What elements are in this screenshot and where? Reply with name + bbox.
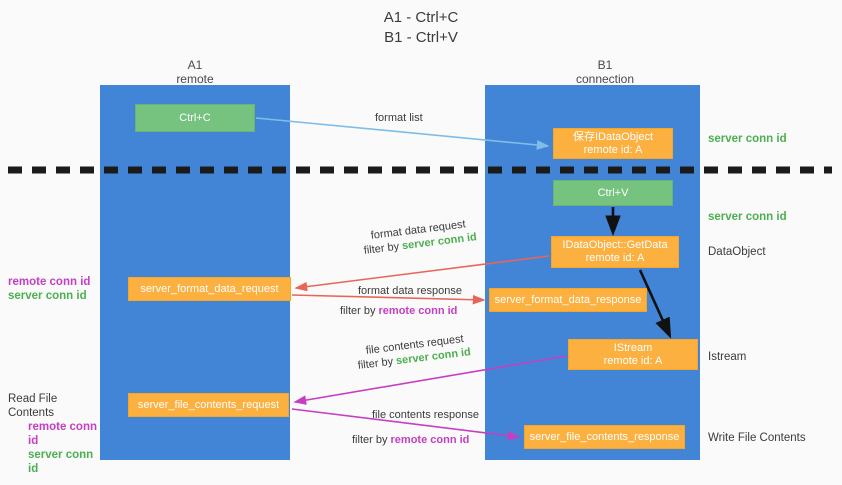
lane-header-b1: B1 connection xyxy=(575,58,635,86)
note-read-file-contents-group: Read File Contents remote conn id server… xyxy=(8,392,100,476)
filter-by-text: filter by xyxy=(340,305,376,317)
note-conn-ids-upper: remote conn id server conn id xyxy=(8,275,98,303)
remote-conn-id-text: remote conn id xyxy=(378,305,458,317)
box-save-idataobject[interactable]: 保存IDataObject remote id: A xyxy=(553,128,673,159)
edge-label-file-contents-response-filter: filter by remote conn id xyxy=(352,433,469,448)
note-server-conn-id-top: server conn id xyxy=(708,133,787,145)
box-idataobject-getdata[interactable]: IDataObject::GetData remote id: A xyxy=(551,236,679,268)
note-remote-conn-id: remote conn id xyxy=(8,276,91,288)
box-server-format-data-response[interactable]: server_format_data_response xyxy=(489,288,647,312)
edge-label-file-contents-response: file contents response xyxy=(372,409,480,421)
note-server-conn-id: server conn id xyxy=(28,449,94,475)
box-server-file-contents-response[interactable]: server_file_contents_response xyxy=(524,425,685,449)
box-ctrl-c[interactable]: Ctrl+C xyxy=(135,104,255,132)
note-istream: Istream xyxy=(708,351,747,363)
remote-conn-id-text: remote conn id xyxy=(390,434,470,446)
note-server-conn-id: server conn id xyxy=(8,290,87,302)
box-server-file-contents-request[interactable]: server_file_contents_request xyxy=(128,393,289,417)
note-remote-conn-id: remote conn id xyxy=(28,421,98,447)
lane-header-a1: A1 remote xyxy=(176,58,214,86)
note-dataobject: DataObject xyxy=(708,246,766,258)
note-server-conn-id-mid: server conn id xyxy=(708,211,787,223)
edge-label-format-list: format list xyxy=(375,112,423,124)
note-write-file-contents: Write File Contents xyxy=(708,432,806,444)
diagram-title: A1 - Ctrl+C B1 - Ctrl+V xyxy=(383,9,459,46)
edge-label-format-data-response: format data response xyxy=(358,285,462,297)
box-istream[interactable]: IStream remote id: A xyxy=(568,339,698,370)
box-ctrl-v[interactable]: Ctrl+V xyxy=(553,180,673,206)
box-server-format-data-request[interactable]: server_format_data_request xyxy=(128,277,291,301)
filter-by-text: filter by xyxy=(352,434,388,446)
filter-by-text: filter by xyxy=(363,240,400,257)
edge-label-format-data-response-filter: filter by remote conn id xyxy=(340,304,457,319)
note-read-file-contents: Read File Contents xyxy=(8,393,58,419)
filter-by-text: filter by xyxy=(357,355,394,372)
